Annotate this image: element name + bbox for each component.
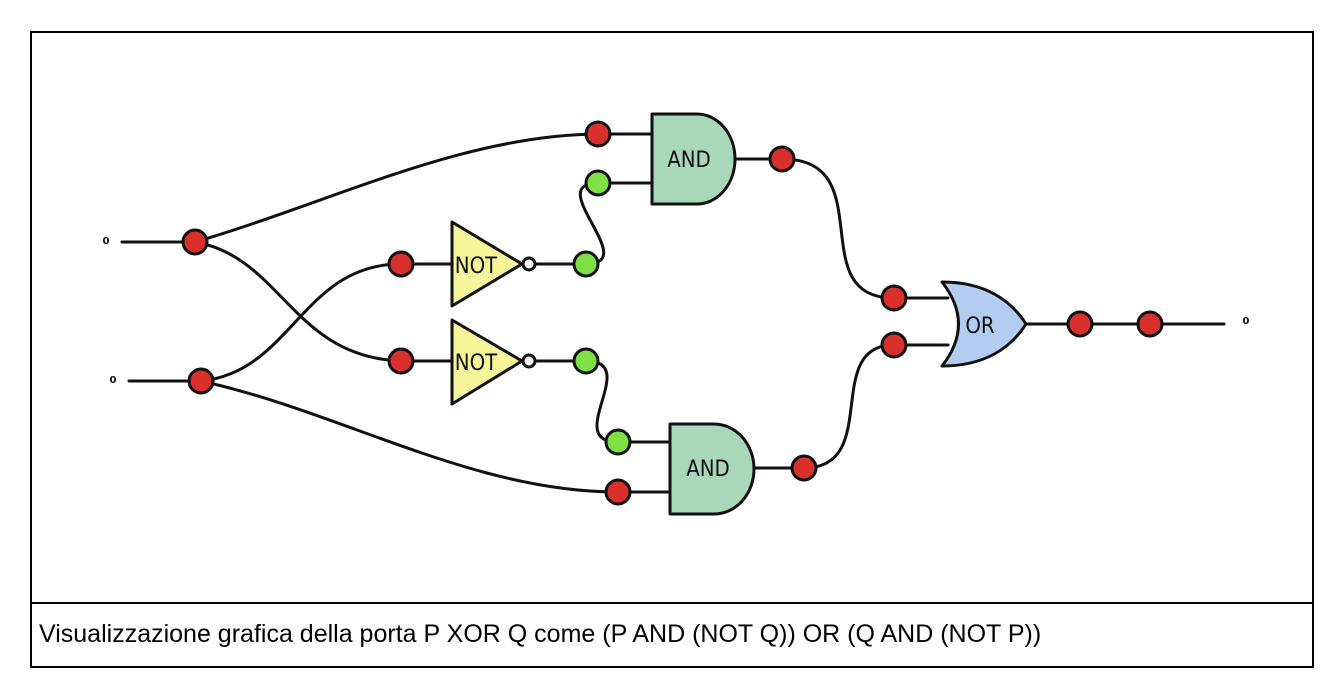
node-or-out2 <box>1136 310 1164 338</box>
and-gate-top: AND <box>650 112 737 206</box>
not-gate-top-label: NOT <box>455 254 498 279</box>
node-and-top-in2 <box>584 169 612 197</box>
node-and-bottom-out <box>790 454 818 482</box>
and-gate-top-label: AND <box>667 148 711 173</box>
node-and-bottom-in2 <box>604 478 632 506</box>
input-q-value: 0 <box>110 375 117 386</box>
and-gate-bottom: AND <box>668 422 756 516</box>
node-not-top-in <box>387 250 415 278</box>
and-gate-bottom-label: AND <box>686 457 730 482</box>
node-or-in1 <box>880 284 908 312</box>
wire-q-to-and-bottom <box>199 379 620 494</box>
node-q-input <box>187 367 215 395</box>
wire-and-bottom-to-or <box>802 343 896 470</box>
caption-row: Visualizzazione grafica della porta P XO… <box>32 602 1312 666</box>
wire-not-bottom-to-and-bottom <box>584 359 620 444</box>
wire-q-to-not-top <box>199 262 403 383</box>
xor-circuit-diagram: AND AND NOT NOT OR <box>103 112 1250 516</box>
not-gate-bottom: NOT <box>450 318 537 406</box>
node-or-in2 <box>880 331 908 359</box>
node-not-top-out <box>572 250 600 278</box>
node-and-bottom-in1 <box>604 428 632 456</box>
output-value: 0 <box>1243 316 1250 327</box>
node-or-out1 <box>1066 310 1094 338</box>
node-not-bottom-in <box>387 347 415 375</box>
or-gate: OR <box>940 280 1028 368</box>
input-p-value: 0 <box>103 236 110 247</box>
not-gate-top: NOT <box>450 220 537 308</box>
wire-and-top-to-or <box>780 157 896 300</box>
not-gate-bottom-label: NOT <box>455 351 498 376</box>
wire-not-top-to-and-top <box>578 181 606 266</box>
wire-p-to-and-top <box>193 132 600 244</box>
node-p-input <box>181 228 209 256</box>
or-gate-label: OR <box>965 314 995 339</box>
figure-frame: AND AND NOT NOT OR <box>30 31 1314 668</box>
node-and-top-out <box>768 145 796 173</box>
node-and-top-in1 <box>584 120 612 148</box>
wire-p-to-not-bottom <box>193 240 403 363</box>
figure-caption: Visualizzazione grafica della porta P XO… <box>39 620 1042 648</box>
node-not-bottom-out <box>572 347 600 375</box>
